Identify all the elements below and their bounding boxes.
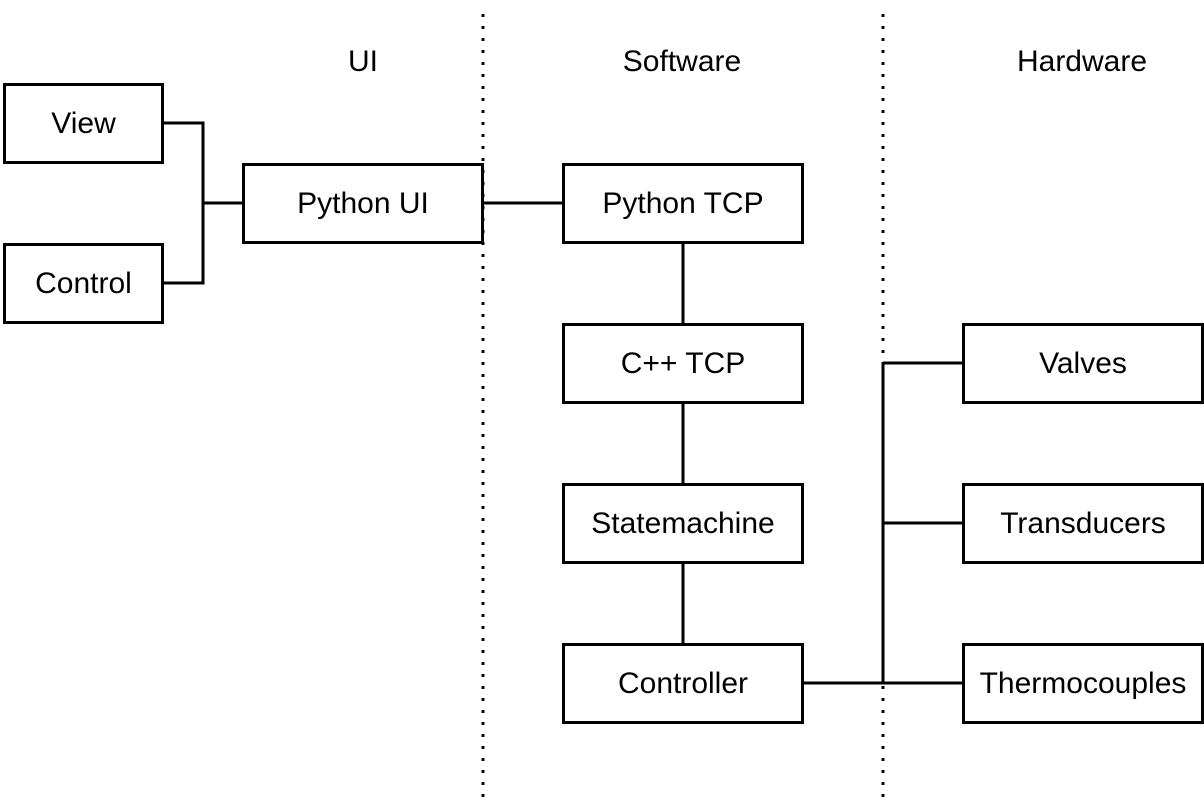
node-python-tcp: Python TCP (562, 163, 804, 244)
node-statemachine: Statemachine (562, 483, 804, 564)
node-cpp-tcp: C++ TCP (562, 323, 804, 404)
heading-hardware: Hardware (1016, 45, 1148, 78)
node-valves: Valves (962, 323, 1204, 404)
node-controller: Controller (562, 643, 804, 724)
connector-view-python-ui (163, 121, 243, 205)
node-view: View (3, 83, 164, 164)
node-python-ui: Python UI (242, 163, 484, 244)
node-transducers: Transducers (962, 483, 1204, 564)
heading-ui: UI (348, 45, 378, 78)
node-control: Control (3, 243, 164, 324)
heading-software: Software (622, 45, 742, 78)
connector-control-python-ui (163, 203, 205, 285)
node-thermocouples: Thermocouples (962, 643, 1204, 724)
